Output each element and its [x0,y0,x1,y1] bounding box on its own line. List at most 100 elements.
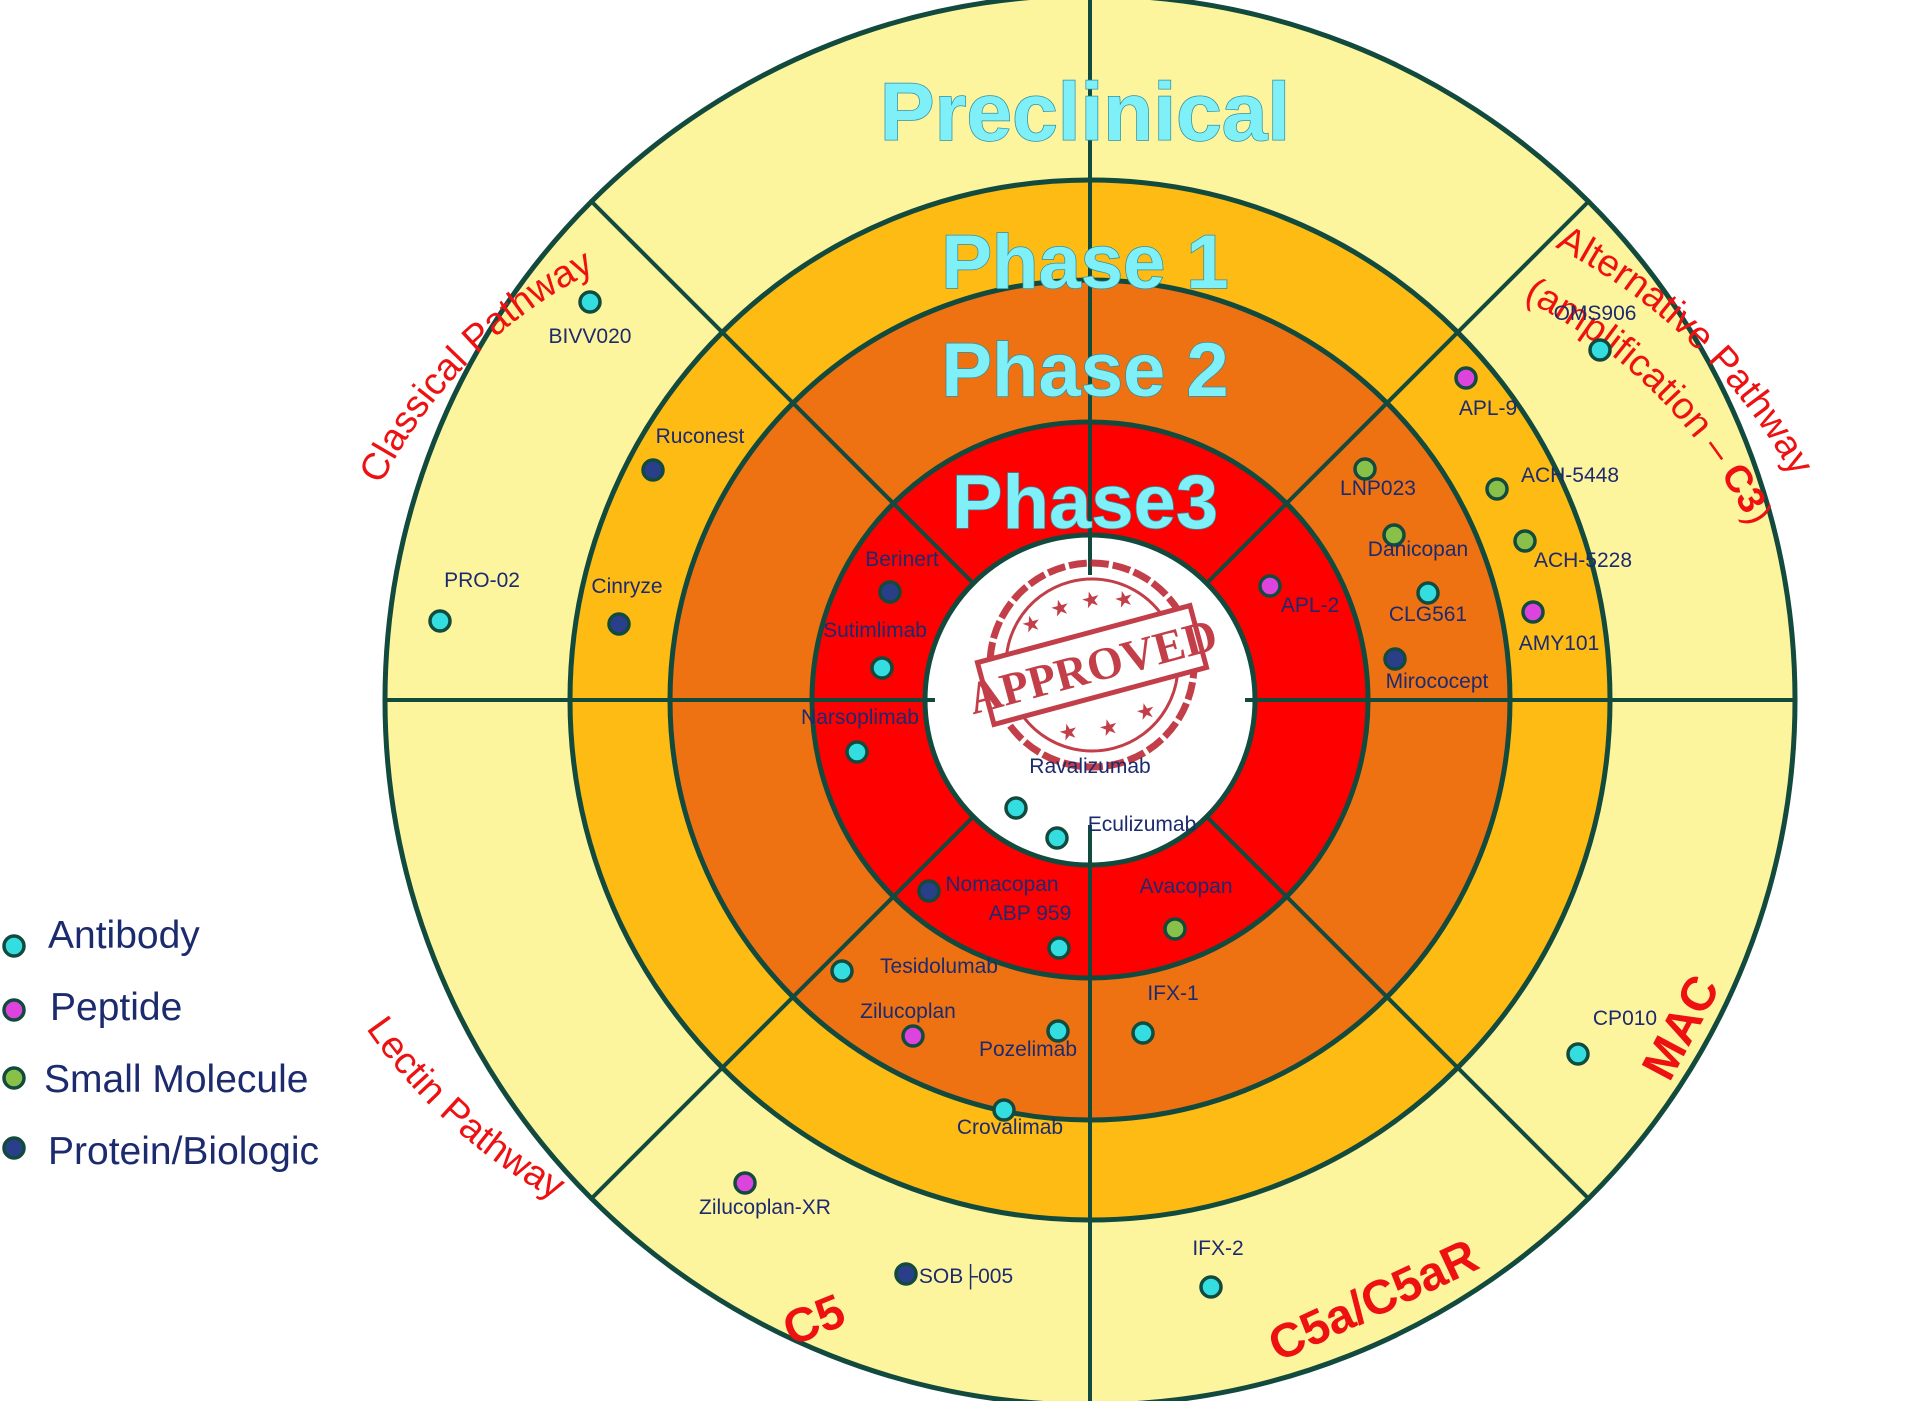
drug-marker: CP010 [1566,1007,1657,1066]
drug-label: AMY101 [1519,632,1600,655]
drug-marker: AMY101 [1519,600,1600,655]
drug-label: IFX-1 [1147,982,1198,1005]
drug-dot-protein_biologic [607,612,631,636]
drug-label: ACH-5448 [1521,464,1619,487]
drug-dot-protein_biologic [894,1262,918,1286]
drug-marker: Danicopan [1368,523,1468,561]
legend-label: Antibody [48,914,200,957]
drug-marker: SOB├005 [894,1262,1013,1290]
drug-dot-small_molecule [1382,523,1406,547]
drug-dot-antibody [1046,1019,1070,1043]
drug-dot-protein_biologic [1383,647,1407,671]
drug-dot-antibody [992,1098,1016,1122]
ring-title-phase2: Phase 2 [941,328,1228,413]
drug-dot-antibody [1047,936,1071,960]
drug-dot-small_molecule [1485,477,1509,501]
drug-label: Tesidolumab [880,955,998,978]
drug-marker: Cinryze [591,575,663,636]
drug-label: Zilucoplan [860,1000,956,1023]
drug-marker: Berinert [865,548,939,604]
drug-dot-protein_biologic [917,879,941,903]
drug-dot-peptide [1454,366,1478,390]
drug-dot-protein_biologic [641,458,665,482]
legend-item: Protein/Biologic [2,1130,319,1173]
drug-marker: APL-9 [1454,366,1517,420]
drug-marker: APL-2 [1258,574,1339,617]
drug-label: Ravalizumab [1029,755,1150,778]
drug-marker: Narsoplimab [801,706,919,764]
drug-marker: Tesidolumab [830,955,998,983]
drug-marker: IFX-1 [1131,982,1199,1045]
drug-dot-small_molecule [1353,457,1377,481]
drug-dot-antibody [1566,1042,1590,1066]
legend-item: Peptide [2,986,182,1029]
ring-title-preclinical: Preclinical [880,67,1290,158]
legend-dot-small_molecule [2,1066,26,1090]
drug-label: Crovalimab [957,1116,1063,1139]
drug-marker: BIVV020 [549,290,632,348]
ring-title-phase1: Phase 1 [941,220,1228,305]
ring-title-phase3: Phase3 [952,460,1218,545]
drug-dot-protein_biologic [878,580,902,604]
drug-marker: IFX-2 [1192,1237,1244,1299]
drug-dot-antibody [1588,338,1612,362]
drug-label: LNP023 [1340,477,1416,500]
drug-marker: Crovalimab [957,1098,1063,1139]
drug-dot-small_molecule [1513,529,1537,553]
drug-label: Berinert [865,548,939,571]
drug-marker: Ruconest [641,425,745,482]
drug-label: Avacopan [1139,875,1232,898]
drug-marker: Eculizumab [1045,813,1197,850]
drug-dot-antibody [428,609,452,633]
drug-label: CLG561 [1389,603,1467,626]
drug-dot-peptide [733,1171,757,1195]
drug-marker: CLG561 [1389,581,1467,626]
drug-label: SOB├005 [919,1263,1013,1290]
legend-dot-protein_biologic [2,1136,26,1160]
drug-label: PRO-02 [444,569,520,592]
drug-label: CP010 [1593,1007,1657,1030]
drug-label: Sutimlimab [823,619,927,642]
drug-dot-antibody [1416,581,1440,605]
drug-marker: Ravalizumab [1004,755,1151,820]
drug-label: APL-2 [1281,594,1339,617]
drug-label: BIVV020 [549,325,632,348]
drug-label: Eculizumab [1088,813,1197,836]
legend-label: Protein/Biologic [48,1130,319,1173]
drug-marker: Mirococept [1383,647,1489,693]
drug-marker: Avacopan [1139,875,1233,941]
drug-marker: Sutimlimab [823,619,927,680]
drug-marker: Zilucoplan-XR [699,1171,831,1219]
drug-label: ACH-5228 [1534,549,1632,572]
drug-label: ABP 959 [989,902,1072,925]
drug-label: IFX-2 [1192,1237,1243,1260]
drug-label: OMS906 [1554,302,1637,325]
legend-item: Antibody [2,914,200,958]
drug-marker: Nomacopan [917,873,1059,903]
drug-label: Cinryze [591,575,662,598]
drug-label: Danicopan [1368,538,1468,561]
legend-label: Peptide [50,986,182,1029]
drug-marker: OMS906 [1554,302,1637,362]
drug-label: Pozelimab [979,1038,1077,1061]
drug-dot-peptide [1521,600,1545,624]
drug-label: Narsoplimab [801,706,919,729]
drug-marker: ABP 959 [989,902,1072,960]
legend-dot-antibody [2,934,26,958]
drug-dot-small_molecule [1163,917,1187,941]
drug-marker: PRO-02 [428,569,520,633]
drug-dot-antibody [845,740,869,764]
legend-label: Small Molecule [44,1058,308,1101]
legend-item: Small Molecule [2,1058,308,1101]
legend-dot-peptide [2,998,26,1022]
drug-dot-antibody [870,656,894,680]
drug-dot-antibody [1004,796,1028,820]
drug-dot-antibody [578,290,602,314]
drug-dot-peptide [1258,574,1282,598]
drug-dot-peptide [901,1024,925,1048]
drug-marker: Zilucoplan [860,1000,956,1048]
drug-marker: Pozelimab [979,1019,1077,1061]
drug-marker: ACH-5228 [1513,529,1632,572]
drug-label: Zilucoplan-XR [699,1196,831,1219]
